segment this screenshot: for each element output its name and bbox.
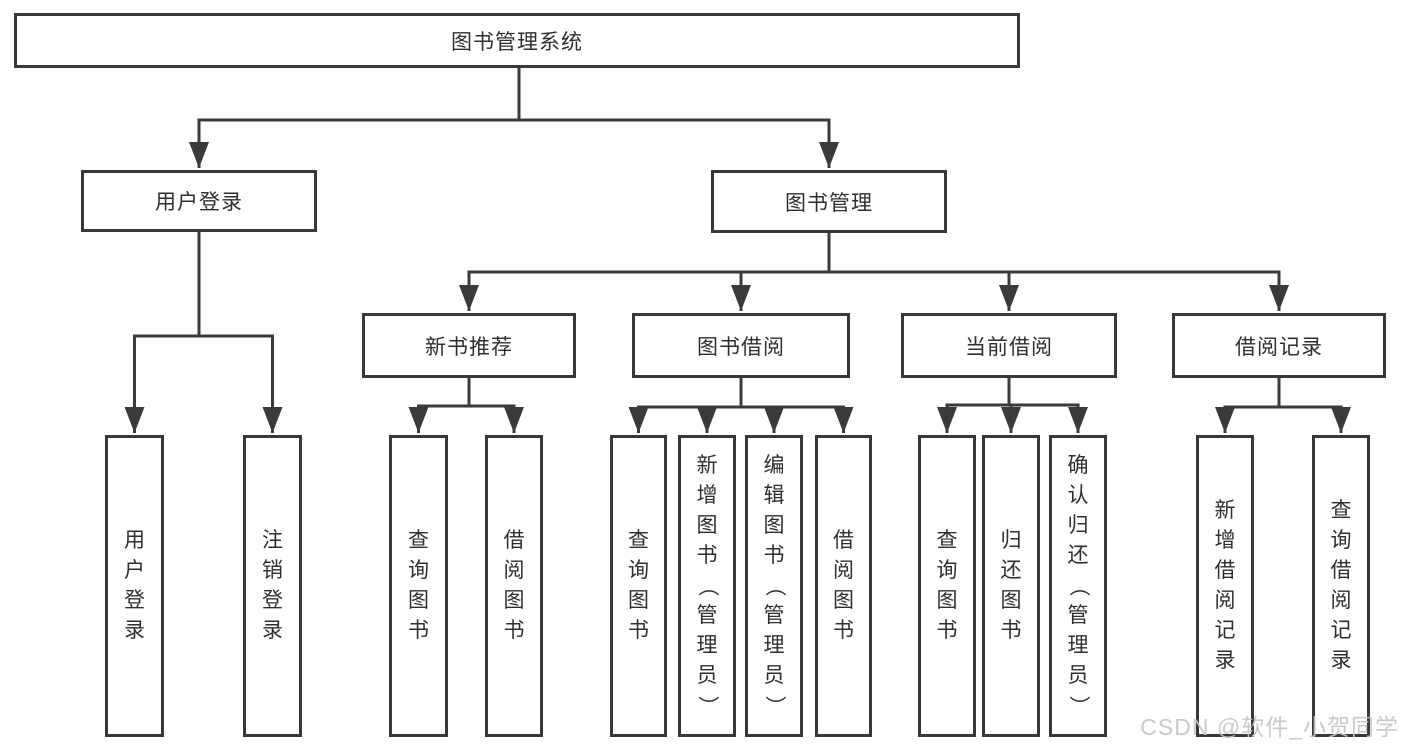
leaf-query-books-recommend: 查询图书 [389,435,448,737]
csdn-watermark: CSDN @软件_小贺同学 [1140,714,1399,740]
leaf-add-borrow-record: 新增借阅记录 [1196,435,1254,737]
leaf-query-books-borrowing: 查询图书 [610,435,667,737]
node-library-management-system: 图书管理系统 [14,13,1020,68]
node-current-borrowing: 当前借阅 [901,313,1117,378]
leaf-add-books-admin: 新增图书（管理员） [678,435,736,737]
leaf-query-books-current: 查询图书 [918,435,976,737]
node-book-borrowing: 图书借阅 [632,313,850,378]
leaf-edit-books-admin: 编辑图书（管理员） [745,435,803,737]
node-user-login: 用户登录 [81,170,317,232]
node-borrowing-records: 借阅记录 [1172,313,1386,378]
leaf-confirm-return-admin: 确认归还（管理员） [1049,435,1107,737]
node-book-management: 图书管理 [711,170,947,233]
leaf-borrow-books: 借阅图书 [815,435,872,737]
leaf-logout: 注销登录 [243,435,302,737]
leaf-return-books: 归还图书 [982,435,1040,737]
leaf-borrow-books-recommend: 借阅图书 [485,435,543,737]
leaf-query-borrow-record: 查询借阅记录 [1312,435,1370,737]
node-new-book-recommend: 新书推荐 [362,313,576,378]
leaf-user-login: 用户登录 [105,435,164,737]
